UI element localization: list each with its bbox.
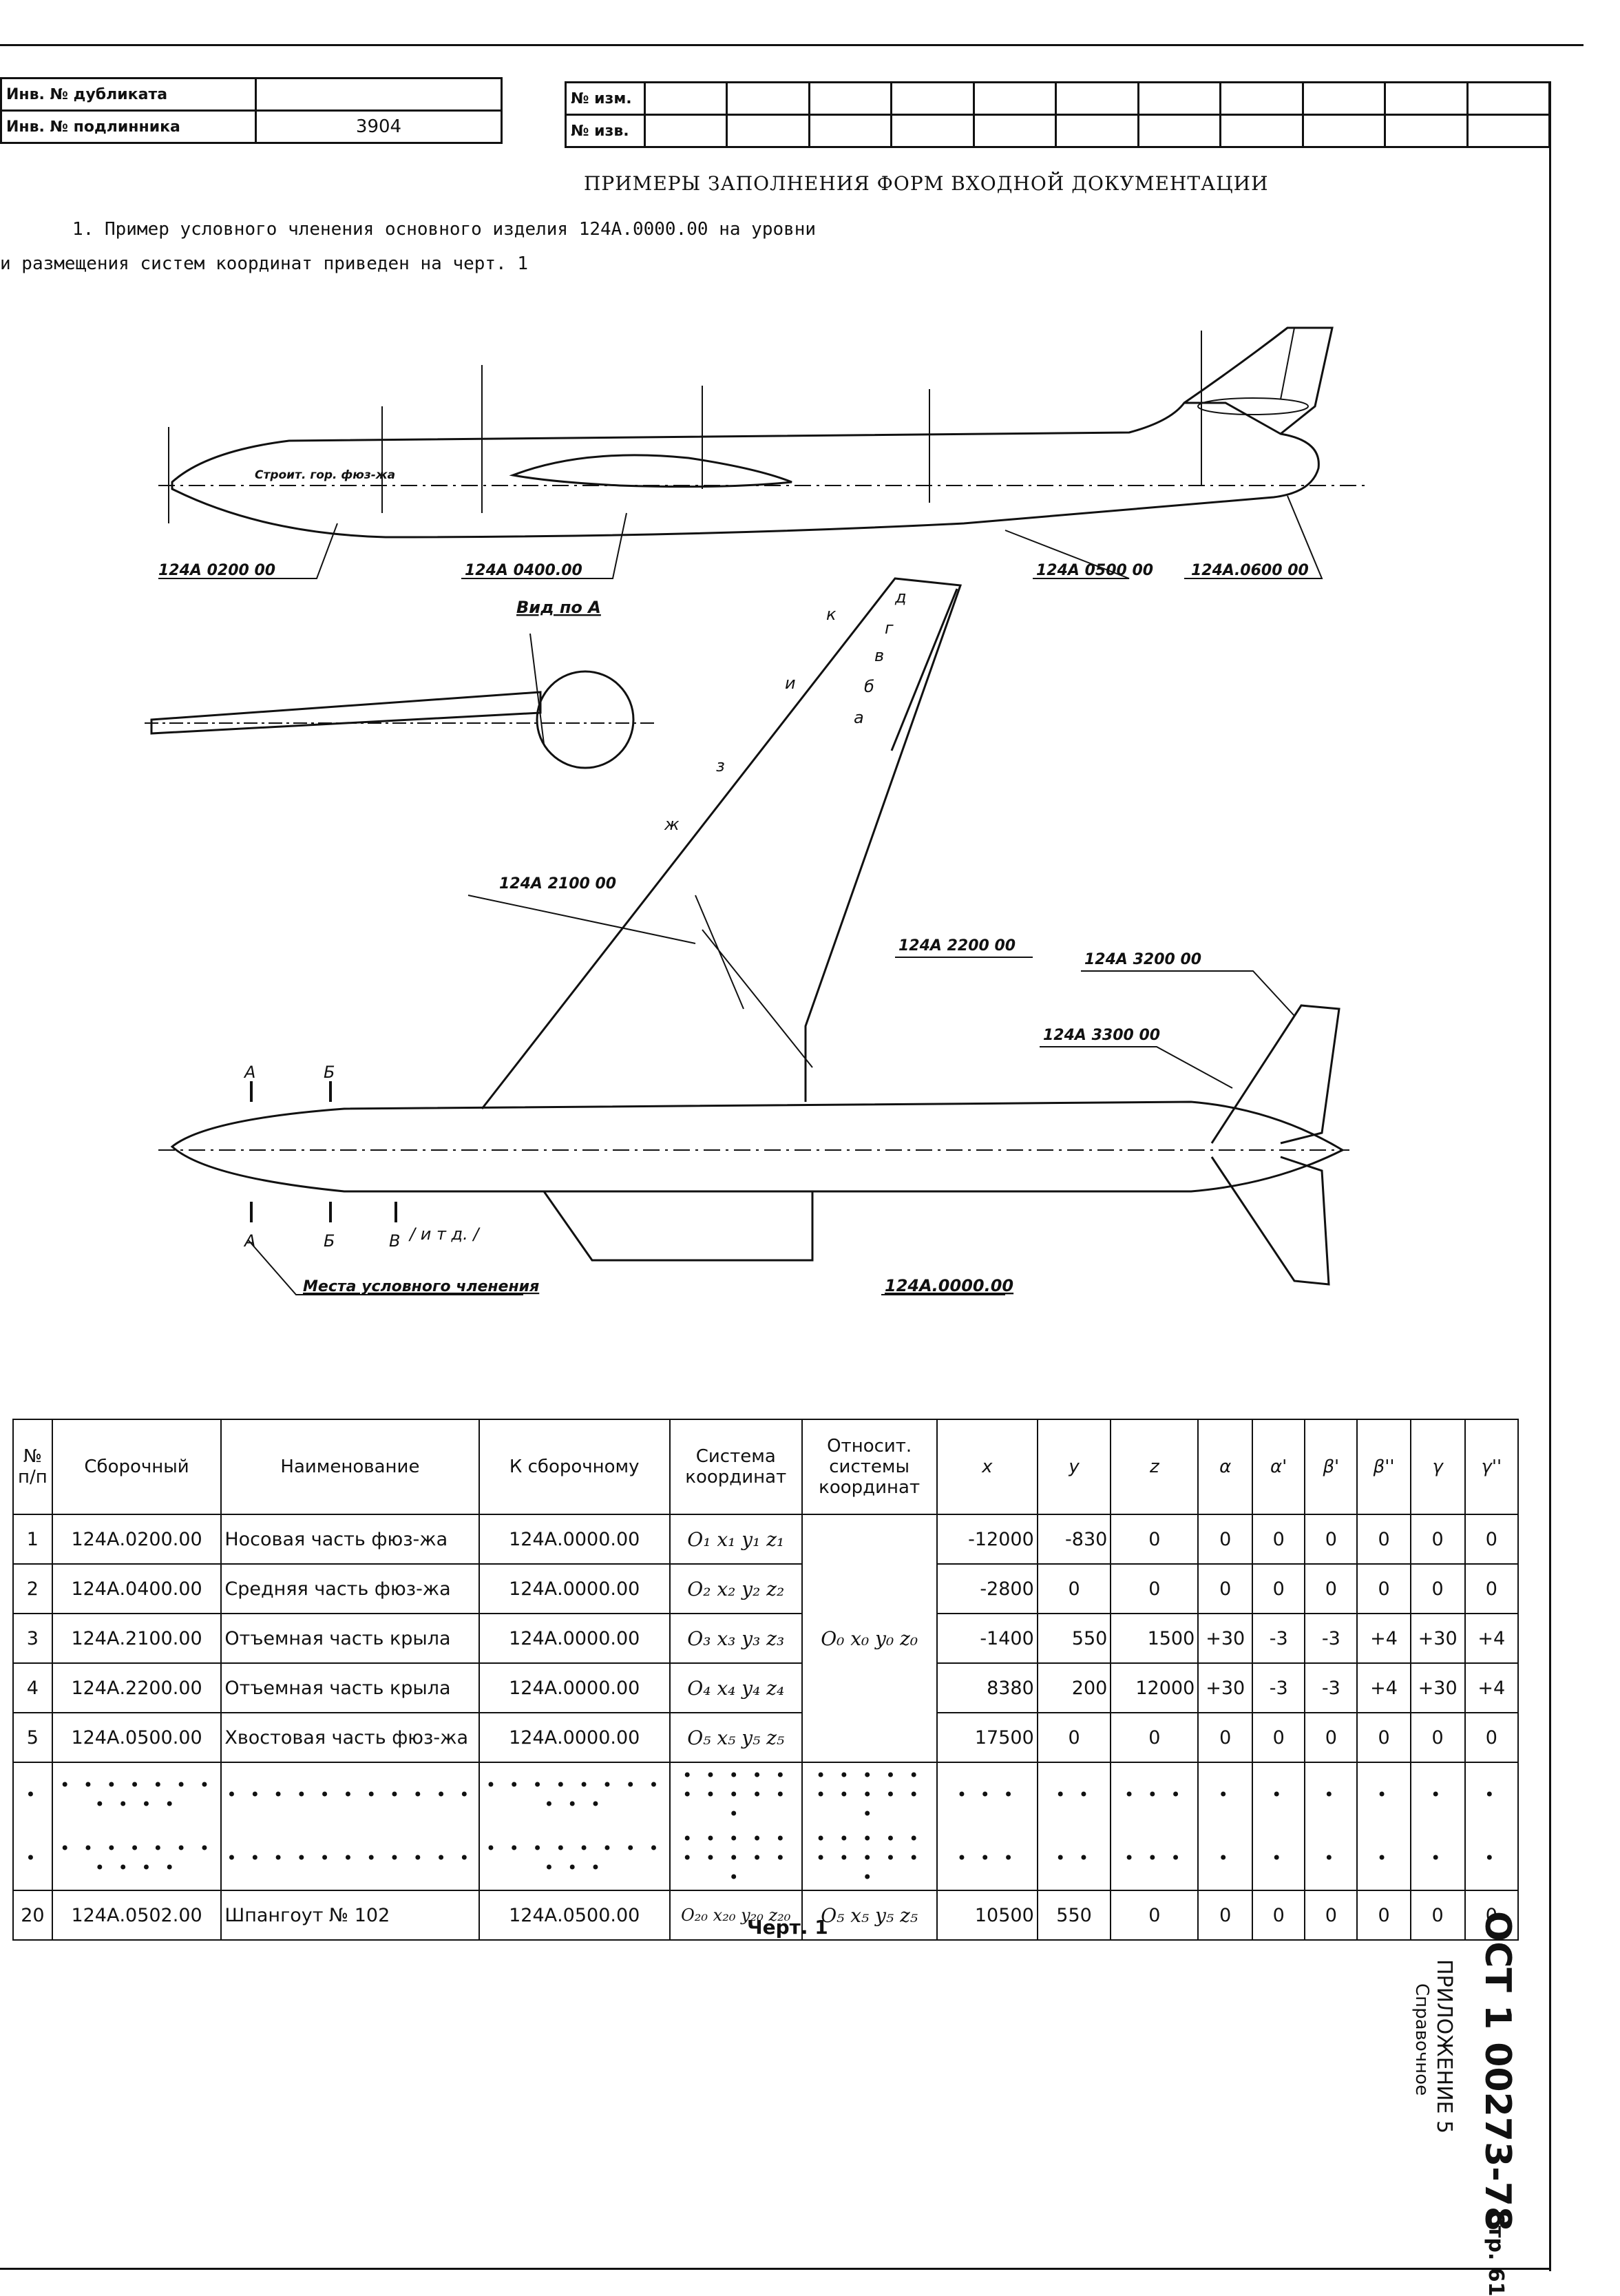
plan-wing [481, 577, 962, 1109]
part-3300: 124А 3300 00 [1043, 1027, 1160, 1044]
table-row: 1 124А.0200.00 Носовая часть фюз-жа 124А… [12, 1514, 1519, 1763]
table-row: 4 124А.2200.00 Отъемная часть крыла 124А… [12, 1662, 1519, 1713]
part-2100: 124А 2100 00 [499, 875, 616, 893]
col-system: Система координат [669, 1419, 803, 1515]
col-beta1: β' [1304, 1419, 1358, 1515]
side-wing-profile [509, 454, 792, 488]
orig-label: Инв. № подлинника [0, 109, 257, 144]
right-border [1549, 81, 1551, 2271]
plan-label: 124А.0000.00 [885, 1276, 1013, 1295]
dup-label: Инв. № дубликата [0, 77, 257, 112]
part-0500: 124А 0500 00 [1036, 562, 1153, 579]
revision-stamp: № изм. № изв. [565, 81, 1551, 148]
wing-letter-z: з [716, 756, 725, 775]
part-0200: 124А 0200 00 [158, 562, 275, 579]
view-a-wing [150, 691, 542, 735]
col-z: z [1110, 1419, 1199, 1515]
part-0600: 124А.0600 00 [1191, 562, 1309, 579]
side-fuselage [171, 401, 1320, 539]
orig-value: 3904 [255, 109, 503, 144]
wing-letter-v: в [874, 646, 884, 665]
col-num: № п/п [12, 1419, 53, 1515]
section-a-bottom: А [243, 1231, 255, 1251]
top-rule [0, 44, 1584, 46]
plan-htail [1210, 1004, 1340, 1145]
wing-letter-b: б [864, 677, 874, 696]
part-3200: 124А 3200 00 [1084, 951, 1201, 968]
col-relative: Относит. системы координат [801, 1419, 938, 1515]
table-row: 20 124А.0502.00 Шпангоут № 102 124А.0500… [12, 1890, 1519, 1941]
appendix-label: ПРИЛОЖЕНИЕ 5 [1432, 1959, 1456, 2134]
wing-letter-zh: ж [664, 815, 680, 834]
ellipsis-row: • • • • • • • • • • • • • • • • • • • • … [12, 1826, 1519, 1890]
sections-etc: / и т д. / [408, 1224, 481, 1244]
wing-letter-d: д [894, 587, 907, 607]
col-parent: К сборочному [478, 1419, 671, 1515]
col-x: x [936, 1419, 1038, 1515]
aircraft-drawing: 124А 0200 00 124А 0400.00 124А 0500 00 1… [145, 326, 1370, 1295]
section-b-top: Б [324, 1063, 335, 1082]
bottom-rule [0, 2268, 1549, 2270]
col-alpha1: α' [1252, 1419, 1306, 1515]
col-gamma2: γ'' [1464, 1419, 1519, 1515]
ost-number: ОСТ 1 00273-78 [1477, 1911, 1518, 2232]
col-name: Наименование [220, 1419, 480, 1515]
wing-letter-i: и [785, 674, 796, 693]
wing-letter-a: а [854, 708, 864, 727]
col-y: y [1036, 1419, 1112, 1515]
inventory-stamp: Инв. № дубликата Инв. № подлинника 3904 [0, 77, 503, 144]
col-alpha: α [1197, 1419, 1254, 1515]
section-b-bottom: Б [324, 1231, 335, 1251]
wing-letter-k: к [826, 605, 837, 624]
page-number: Стр. 61 [1484, 2211, 1508, 2296]
ellipsis-row: • • • • • • • • • • • • • • • • • • • • … [12, 1762, 1519, 1826]
wing-letter-g: г [885, 618, 894, 638]
section-a-top: А [243, 1063, 255, 1082]
dup-value [255, 77, 503, 112]
reference-label: Справочное [1411, 1983, 1432, 2096]
col-gamma: γ [1409, 1419, 1466, 1515]
part-2200: 124А 2200 00 [898, 937, 1016, 954]
side-fin [1184, 326, 1334, 435]
izv-label: № изв. [565, 114, 646, 148]
construction-line-label: Строит. гор. фюз-жа [255, 468, 395, 482]
table-row: 5 124А.0500.00 Хвостовая часть фюз-жа 12… [12, 1712, 1519, 1763]
izm-label: № изм. [565, 81, 646, 116]
intro-line-2: и размещения систем координат приведен н… [0, 253, 529, 274]
sections-note: Места условного членения [303, 1278, 539, 1295]
section-v-bottom: В [389, 1231, 400, 1251]
relative-system: O₀ x₀ y₀ z₀ [801, 1514, 938, 1763]
part-0400: 124А 0400.00 [465, 562, 582, 579]
intro-line-1: 1. Пример условного членения основного и… [72, 219, 817, 240]
col-assembly: Сборочный [51, 1419, 222, 1515]
plan-fuselage [170, 1100, 1345, 1193]
table-row: 2 124А.0400.00 Средняя часть фюз-жа 124А… [12, 1563, 1519, 1614]
col-beta2: β'' [1356, 1419, 1411, 1515]
table-row: 3 124А.2100.00 Отъемная часть крыла 124А… [12, 1613, 1519, 1664]
page-title: ПРИМЕРЫ ЗАПОЛНЕНИЯ ФОРМ ВХОДНОЙ ДОКУМЕНТ… [584, 172, 1269, 195]
coordinate-table: № п/п Сборочный Наименование К сборочном… [12, 1419, 1519, 1941]
figure-caption: Черт. 1 [747, 1916, 828, 1939]
view-a-label: Вид по А [516, 598, 601, 617]
